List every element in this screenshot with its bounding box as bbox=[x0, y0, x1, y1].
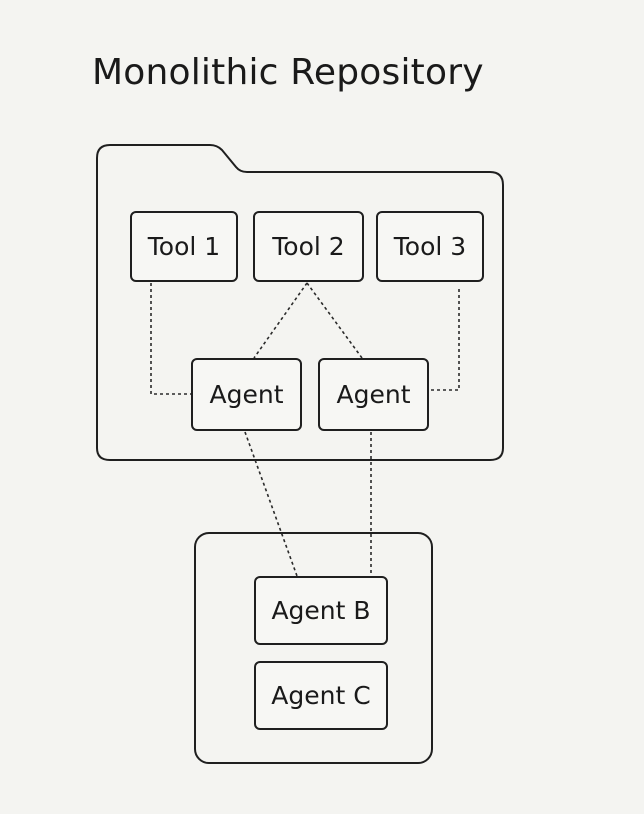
diagram-title: Monolithic Repository bbox=[92, 52, 484, 93]
connector-tool3-agent2 bbox=[429, 289, 460, 391]
connector-tool2-agent1 bbox=[253, 282, 308, 359]
connector-agent1-agentb bbox=[244, 431, 298, 577]
agent-box-right: Agent bbox=[318, 358, 429, 431]
tool-2-box: Tool 2 bbox=[253, 211, 364, 282]
agent-b-box: Agent B bbox=[254, 576, 388, 645]
connector-tool2-agent2 bbox=[306, 282, 363, 359]
agent-box-left: Agent bbox=[191, 358, 302, 431]
external-agents-container bbox=[194, 532, 433, 764]
tool-1-box: Tool 1 bbox=[130, 211, 238, 282]
tool-3-box: Tool 3 bbox=[376, 211, 484, 282]
repository-folder bbox=[96, 144, 504, 461]
connector-tool1-agent1 bbox=[150, 283, 191, 395]
agent-c-box: Agent C bbox=[254, 661, 388, 730]
